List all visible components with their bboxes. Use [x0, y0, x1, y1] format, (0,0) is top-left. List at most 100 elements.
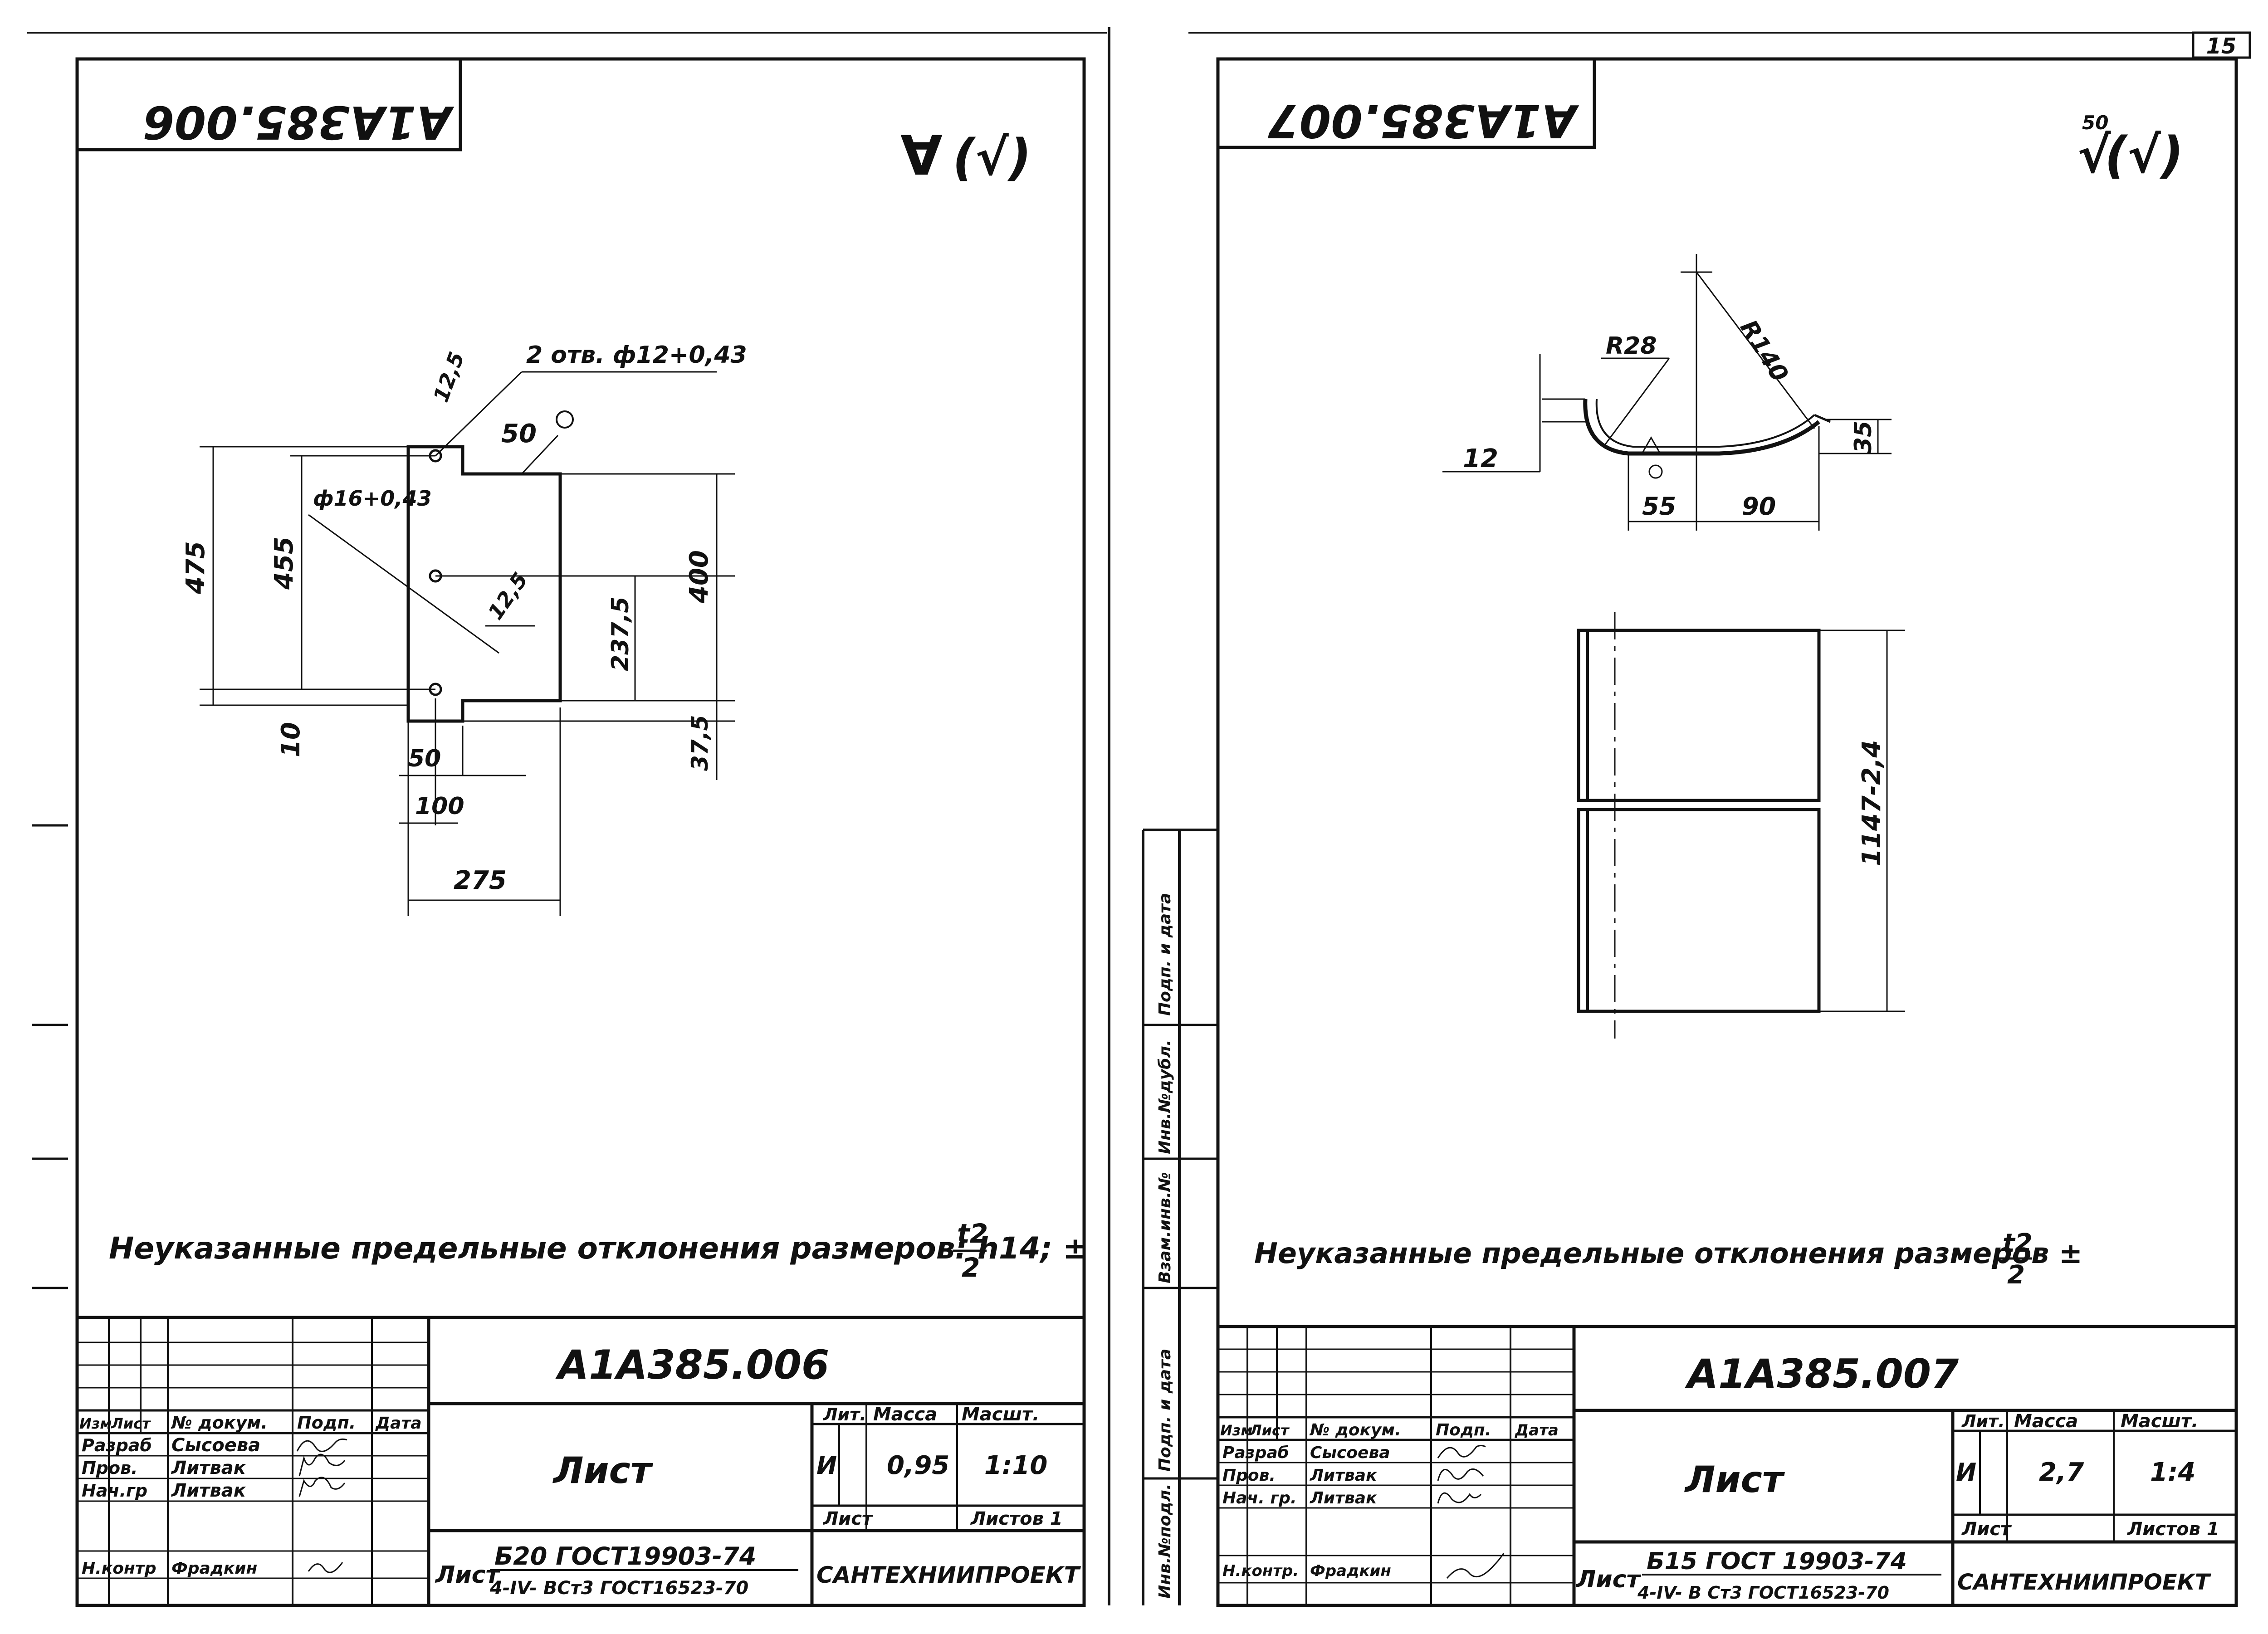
stamp-inv-dubl: Инв.№дубл. — [1156, 1040, 1174, 1155]
left-dim-455: 455 — [269, 537, 299, 590]
flat-part-lower — [1577, 808, 1821, 1013]
left-mirrored-code: А1А385.006 — [143, 96, 455, 149]
left-tb-mass-value: 0,95 — [887, 1451, 949, 1480]
leader-16 — [308, 514, 499, 654]
left-dim-100: 100 — [415, 793, 464, 820]
page-number: 15 — [2206, 34, 2237, 59]
leader-50-circle — [556, 410, 574, 429]
right-tb-role-3: Нач. гр. — [1222, 1489, 1297, 1507]
right-note-frac-den: 2 — [2007, 1260, 2025, 1290]
right-roughness-value: 50 — [2082, 112, 2108, 134]
right-tb-h-izm: Изм — [1220, 1422, 1253, 1439]
signature-1 — [1437, 1445, 1486, 1458]
right-tb-h-date: Дата — [1515, 1421, 1559, 1439]
left-dim-275: 275 — [454, 866, 507, 895]
stamp-podp-data-1: Подп. и дата — [1156, 1349, 1174, 1472]
right-tb-lit-value: И — [1956, 1458, 1976, 1487]
right-tb-role-1: Разраб — [1222, 1444, 1289, 1462]
right-r140: R140 — [1735, 315, 1794, 387]
left-tb-h-sign: Подп. — [297, 1413, 356, 1433]
left-code-box — [75, 57, 462, 151]
left-tb-sheet-label: Лист — [823, 1508, 874, 1529]
right-roughness-mark: (√) — [2105, 126, 2184, 184]
left-holes-label: 2 отв. ф12+0,43 — [526, 341, 747, 369]
right-r28: R28 — [1606, 332, 1657, 360]
left-dim-400: 400 — [684, 550, 714, 604]
left-tb-name-1: Сысоева — [171, 1435, 260, 1456]
right-tb-mass-value: 2,7 — [2039, 1458, 2084, 1487]
signature-4 — [1446, 1553, 1505, 1579]
right-dim-12: 12 — [1463, 444, 1498, 473]
left-tb-name-4: Фрадкин — [171, 1559, 257, 1578]
left-roughness-check: ∀ — [900, 125, 943, 188]
left-tb-lit-label: Лит. — [823, 1405, 866, 1424]
r28-leader — [1603, 358, 1670, 447]
left-dim-237-5: 237,5 — [607, 597, 634, 671]
leader-holes — [435, 371, 523, 457]
right-dim-35: 35 — [1850, 421, 1877, 454]
signature-2 — [1437, 1468, 1484, 1481]
right-tb-scale-label: Масшт. — [2121, 1411, 2198, 1432]
left-dim-50-top: 50 — [501, 419, 537, 449]
right-tb-h-doc: № докум. — [1309, 1421, 1401, 1439]
left-tb-lit-value: И — [816, 1451, 837, 1480]
right-sheet: А1А385.007 50 √ (√) Инв.№подл. Подп. и д… — [1142, 57, 2238, 1607]
r140-leader — [1696, 272, 1815, 429]
stamp-podp-data-2: Подп. и дата — [1156, 893, 1174, 1016]
bent-profile-outer — [1583, 399, 1820, 456]
leader-50 — [521, 434, 559, 475]
side-stamp: Инв.№подл. Подп. и дата Взам.инв.№ Инв.№… — [1142, 829, 1218, 1605]
left-note-frac-den: 2 — [962, 1252, 980, 1283]
left-tb-mass-label: Масса — [873, 1404, 937, 1425]
left-tb-role-4: Н.контр — [82, 1559, 156, 1578]
right-tb-name: Лист — [1684, 1458, 1785, 1501]
left-dim-16: ф16+0,43 — [313, 486, 432, 511]
right-note: Неуказанные предельные отклонения размер… — [1254, 1237, 2082, 1270]
signature-2 — [298, 1454, 346, 1477]
left-dim-475: 475 — [181, 541, 210, 595]
stamp-inv-podl: Инв.№подл. — [1156, 1484, 1174, 1599]
right-code-box — [1216, 57, 1596, 149]
right-note-frac-num: t2 — [2003, 1229, 2033, 1258]
roughness-circle-small — [1648, 464, 1663, 479]
right-tb-sheets-label: Листов 1 — [2127, 1519, 2219, 1540]
left-tb-sheets-label: Листов 1 — [970, 1508, 1063, 1529]
right-tb-mass-label: Масса — [2014, 1411, 2078, 1432]
left-dim-37-5: 37,5 — [687, 715, 713, 771]
bent-profile-inner — [1595, 399, 1815, 448]
right-tb-name-2: Литвак — [1310, 1466, 1378, 1485]
left-tb-material-top: Б20 ГОСТ19903-74 — [494, 1542, 756, 1571]
left-tb-name-3: Литвак — [171, 1480, 246, 1501]
left-tb-organization: САНТЕХНИИПРОЕКТ — [816, 1562, 1081, 1588]
left-tb-name: Лист — [552, 1449, 654, 1492]
left-roughness-mark: (√) — [953, 128, 1031, 186]
right-tb-role-4: Н.контр. — [1222, 1562, 1299, 1580]
right-dim-1147: 1147-2,4 — [1857, 740, 1887, 866]
left-tb-scale-value: 1:10 — [984, 1451, 1047, 1480]
right-tb-name-4: Фрадкин — [1310, 1562, 1391, 1580]
right-tb-organization: САНТЕХНИИПРОЕКТ — [1957, 1570, 2211, 1595]
left-tb-h-list: Лист — [111, 1415, 152, 1432]
right-tb-h-sign: Подп. — [1436, 1421, 1491, 1439]
left-tb-name-2: Литвак — [171, 1458, 246, 1478]
right-dim-90: 90 — [1742, 492, 1776, 521]
right-title-block: Изм Лист № докум. Подп. Дата Разраб Сысо… — [1218, 1325, 2236, 1605]
left-tb-h-date: Дата — [375, 1414, 422, 1433]
left-tb-material-prefix: Лист — [435, 1561, 500, 1589]
right-tb-role-2: Пров. — [1222, 1466, 1276, 1485]
right-dim-55: 55 — [1642, 492, 1676, 521]
right-tb-designation: А1А385.007 — [1685, 1351, 1959, 1397]
left-tb-h-doc: № докум. — [171, 1413, 268, 1433]
right-tb-sheet-label: Лист — [1961, 1519, 2012, 1540]
right-tb-material-top: Б15 ГОСТ 19903-74 — [1647, 1548, 1907, 1575]
right-tb-lit-label: Лит. — [1961, 1411, 2005, 1431]
left-tb-material-bottom: 4-IV- ВСт3 ГОСТ16523-70 — [489, 1578, 748, 1599]
signature-3 — [298, 1477, 346, 1497]
left-tb-role-1: Разраб — [82, 1435, 152, 1455]
left-dim-12-5-top: 12,5 — [429, 349, 469, 405]
right-mirrored-code: А1А385.007 — [1268, 94, 1579, 147]
signature-1 — [296, 1438, 347, 1452]
left-frame — [75, 57, 1086, 1607]
right-tb-material-bottom: 4-IV- В Ст3 ГОСТ16523-70 — [1637, 1583, 1889, 1603]
